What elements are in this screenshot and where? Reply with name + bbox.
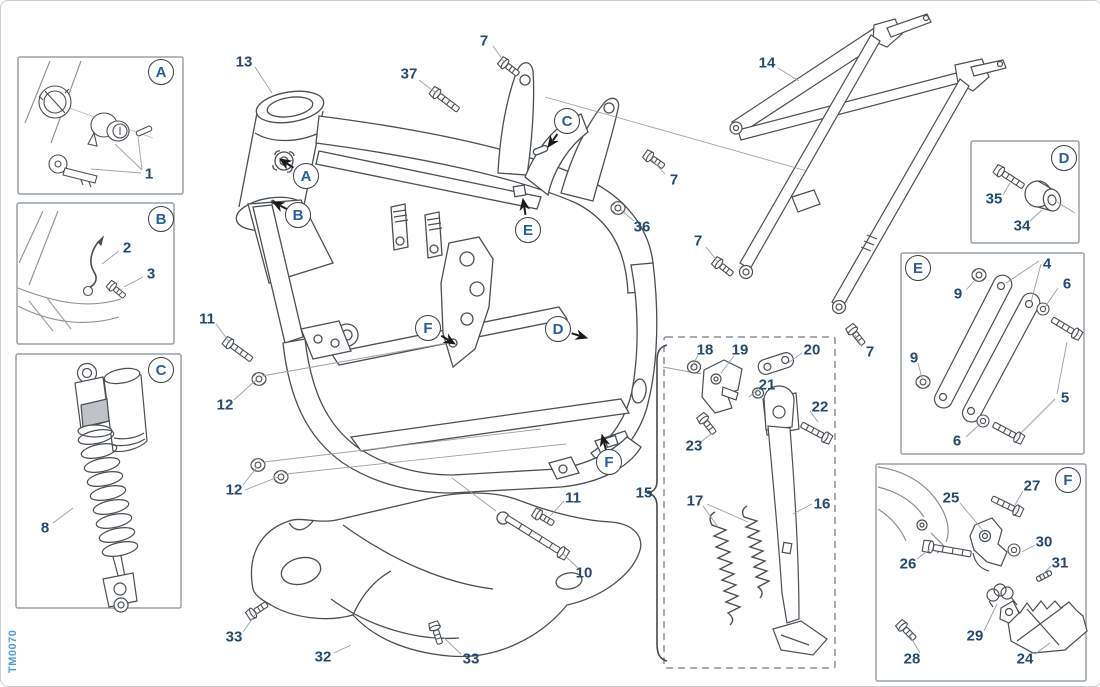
callout-17: 17	[686, 492, 704, 510]
frame-marker-f2: F	[596, 449, 622, 475]
frame-marker-e: E	[515, 217, 541, 243]
footpeg-assembly	[877, 466, 1088, 654]
callout-6: 6	[952, 432, 962, 450]
callout-27: 27	[1023, 477, 1041, 495]
brace-15	[646, 344, 668, 662]
callout-29: 29	[966, 627, 984, 645]
view-letter: D	[1058, 149, 1070, 167]
callout-30: 30	[1035, 533, 1053, 551]
frame-marker-d: D	[545, 316, 571, 342]
callout-7: 7	[669, 171, 679, 189]
callout-7: 7	[693, 232, 703, 250]
callout-31: 31	[1051, 554, 1069, 572]
callout-15: 15	[635, 484, 653, 502]
inset-a-box	[17, 56, 184, 195]
breather-bracket-set	[17, 210, 122, 332]
callout-2: 2	[122, 239, 132, 257]
callout-32: 32	[314, 648, 332, 666]
callout-34: 34	[1013, 217, 1031, 235]
inset-f-box	[875, 463, 1087, 682]
callout-25: 25	[942, 489, 960, 507]
view-letter: D	[552, 320, 564, 338]
inset-c-letter: C	[148, 357, 174, 383]
callout-10: 10	[575, 564, 593, 582]
callout-26: 26	[899, 555, 917, 573]
view-letter: A	[300, 167, 312, 185]
callout-9: 9	[909, 349, 919, 367]
inset-d-letter: D	[1051, 145, 1077, 171]
view-letter: F	[604, 453, 614, 471]
inset-c-box	[15, 353, 182, 609]
view-letter: F	[1063, 471, 1073, 489]
callout-6: 6	[1062, 275, 1072, 293]
callout-12: 12	[225, 481, 243, 499]
callout-16: 16	[813, 495, 831, 513]
inset-boxes	[15, 56, 1087, 682]
frame-marker-b: B	[285, 202, 311, 228]
callout-18: 18	[696, 341, 714, 359]
callout-33: 33	[462, 650, 480, 668]
view-letter: C	[155, 361, 167, 379]
inset-e-letter: E	[905, 255, 931, 281]
callout-5: 5	[1060, 389, 1070, 407]
callout-28: 28	[903, 650, 921, 668]
side-stand-assembly	[662, 352, 828, 656]
callout-7: 7	[479, 32, 489, 50]
callout-22: 22	[811, 398, 829, 416]
main-frame	[235, 62, 658, 494]
frame-marker-c: C	[554, 108, 580, 134]
inset-d-box	[970, 140, 1080, 244]
chain-roller-set	[1024, 180, 1062, 212]
callout-36: 36	[633, 218, 651, 236]
side-stand-dashed-box	[663, 336, 836, 669]
view-letter: A	[155, 63, 167, 81]
view-letter: F	[423, 319, 433, 337]
callout-21: 21	[758, 376, 776, 394]
callout-35: 35	[985, 190, 1003, 208]
callout-9: 9	[953, 285, 963, 303]
leader-lines	[52, 45, 1076, 655]
callout-20: 20	[803, 341, 821, 359]
view-letter: C	[561, 112, 573, 130]
shock-absorber	[74, 362, 148, 613]
view-letter: B	[292, 206, 304, 224]
view-letter: E	[912, 259, 923, 277]
callout-7: 7	[865, 343, 875, 361]
skid-plate	[250, 492, 642, 658]
document-code: TM0070	[7, 629, 19, 673]
view-letter: E	[522, 221, 533, 239]
callout-12: 12	[216, 396, 234, 414]
inset-e-box	[900, 252, 1085, 455]
callout-8: 8	[40, 519, 50, 537]
callout-13: 13	[235, 53, 253, 71]
callout-19: 19	[731, 341, 749, 359]
callout-14: 14	[758, 54, 776, 72]
callout-23: 23	[685, 437, 703, 455]
callout-3: 3	[146, 265, 156, 283]
callout-11: 11	[199, 310, 215, 328]
inset-a-letter: A	[148, 59, 174, 85]
ignition-lock-set	[24, 60, 154, 188]
callout-37: 37	[400, 65, 418, 83]
callout-33: 33	[225, 628, 243, 646]
frame-marker-f1: F	[415, 315, 441, 341]
view-letter: B	[155, 210, 167, 228]
frame-marker-a: A	[293, 163, 319, 189]
inset-b-box	[16, 202, 175, 345]
callout-11: 11	[565, 489, 581, 507]
callout-1: 1	[144, 165, 154, 183]
callout-24: 24	[1016, 650, 1034, 668]
callout-4: 4	[1042, 255, 1052, 273]
inset-f-letter: F	[1055, 467, 1081, 493]
linkage-plates	[933, 274, 1041, 423]
subframe	[729, 13, 1007, 315]
inset-b-letter: B	[148, 206, 174, 232]
